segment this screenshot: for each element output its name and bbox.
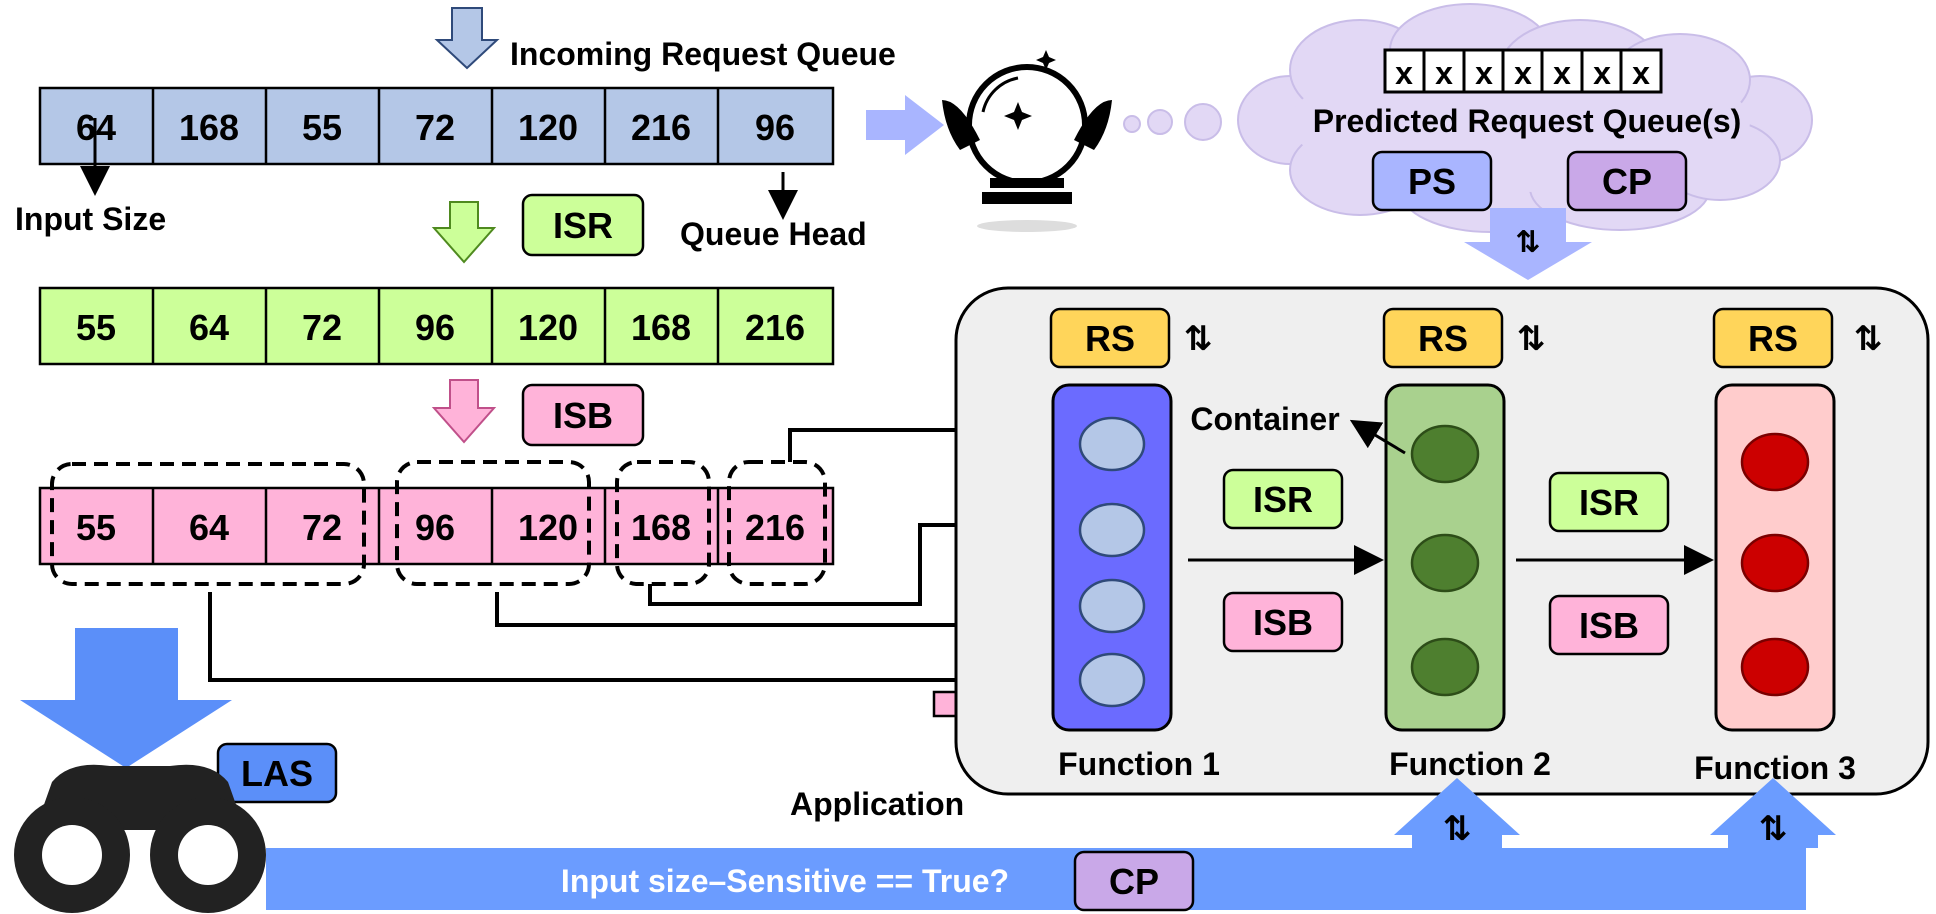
cp-badge-bottom-label: CP: [1109, 861, 1159, 902]
queue-head-label: Queue Head: [680, 216, 867, 252]
rs-badge-2: [1382, 307, 1504, 369]
forecast-arrow-icon: [866, 95, 944, 155]
rs-badge-3: [1712, 307, 1834, 369]
las-down-arrow-icon: [20, 628, 232, 768]
rs-badge-1: [1049, 307, 1171, 369]
queue-cell: 216: [631, 107, 691, 148]
queue-cell: 64: [189, 307, 229, 348]
swap-icon: ⇅: [1184, 320, 1213, 358]
queue-cell: 168: [631, 507, 691, 548]
queue-cell: 55: [76, 307, 116, 348]
isb-queue: 55 64 72 96 120 168 216: [38, 460, 835, 586]
las-badge-label: LAS: [241, 753, 313, 794]
swap-icon: ⇅: [1759, 810, 1788, 848]
swap-icon: ⇅: [1443, 810, 1472, 848]
application-label: Application: [790, 786, 964, 822]
cp-badge-cloud: [1566, 150, 1688, 212]
function-2-containers: [1410, 424, 1480, 697]
rs-badge-label: RS: [1748, 318, 1798, 359]
queue-cell: 64: [189, 507, 229, 548]
queue-cell: 120: [518, 507, 578, 548]
isb-badge-f1-label: ISB: [1253, 602, 1313, 643]
isr-badge-f2-label: ISR: [1579, 482, 1639, 523]
isr-down-arrow-icon: [431, 201, 497, 264]
predicted-slot: x: [1553, 55, 1571, 91]
function-1-containers: [1078, 416, 1146, 708]
isb-badge-f1: [1222, 591, 1344, 653]
isr-queue: 55 64 72 96 120 168 216: [38, 286, 835, 366]
queue-cell: 96: [755, 107, 795, 148]
queue-cell: 168: [179, 107, 239, 148]
function-1-label: Function 1: [1058, 746, 1220, 782]
queue-cell: 120: [518, 107, 578, 148]
binoculars-icon: [14, 764, 266, 913]
isr-badge-label: ISR: [553, 205, 613, 246]
rs-badge-label: RS: [1418, 318, 1468, 359]
queue-cell: 72: [415, 107, 455, 148]
isb-badge-f2-label: ISB: [1579, 605, 1639, 646]
queue-cell: 216: [745, 507, 805, 548]
isr-badge-f1: [1222, 468, 1344, 530]
predicted-slot: x: [1395, 55, 1413, 91]
isb-badge-f2: [1548, 594, 1670, 656]
container-label: Container: [1190, 401, 1339, 437]
container-pointer: [1349, 419, 1406, 455]
cloud-down-arrow-icon: [1464, 208, 1592, 280]
cp-badge-cloud-label: CP: [1602, 161, 1652, 202]
ps-badge: [1371, 150, 1493, 212]
batch-groups: [50, 460, 827, 586]
queue-cell: 168: [631, 307, 691, 348]
bottom-up-arrow-2-icon: [1710, 778, 1836, 848]
isb-badge: [521, 383, 645, 447]
bottom-up-arrow-1-icon: [1394, 778, 1520, 848]
incoming-down-arrow-icon: [434, 7, 500, 70]
predicted-queue: x x x x x x x: [1383, 48, 1663, 94]
predicted-slot: x: [1514, 55, 1532, 91]
rs-badge-label: RS: [1085, 318, 1135, 359]
swap-icon: ⇅: [1515, 226, 1540, 259]
swap-icon: ⇅: [1854, 320, 1883, 358]
cp-badge-bottom: [1073, 850, 1195, 912]
isr-badge-f1-label: ISR: [1253, 479, 1313, 520]
isb-badge-label: ISB: [553, 395, 613, 436]
predicted-slot: x: [1435, 55, 1453, 91]
function-3-containers: [1740, 432, 1810, 697]
input-size-label: Input Size: [15, 201, 166, 237]
queue-cell: 55: [76, 507, 116, 548]
isr-badge-f2: [1548, 471, 1670, 533]
swap-icon: ⇅: [1517, 320, 1546, 358]
bottom-bar-label: Input size–Sensitive == True?: [561, 863, 1009, 899]
isr-badge: [521, 193, 645, 257]
queue-cell: 96: [415, 507, 455, 548]
predicted-slot: x: [1593, 55, 1611, 91]
ps-badge-label: PS: [1408, 161, 1456, 202]
function-2-label: Function 2: [1389, 746, 1551, 782]
thought-bubbles: [1123, 103, 1222, 141]
isb-down-arrow-icon: [431, 379, 497, 444]
incoming-queue-dividers: [151, 88, 720, 164]
predicted-slot: x: [1632, 55, 1650, 91]
queue-cell: 120: [518, 307, 578, 348]
bottom-bar: [266, 848, 1806, 910]
crystal-ball-icon: [942, 50, 1112, 232]
queue-cell: 55: [302, 107, 342, 148]
predicted-queue-label: Predicted Request Queue(s): [1313, 103, 1742, 139]
queue-cell: 216: [745, 307, 805, 348]
queue-cell: 72: [302, 307, 342, 348]
incoming-queue: 64 168 55 72 120 216 96: [38, 86, 835, 166]
predicted-slot: x: [1475, 55, 1493, 91]
queue-cell: 96: [415, 307, 455, 348]
incoming-queue-label: Incoming Request Queue: [510, 36, 896, 72]
queue-cell: 72: [302, 507, 342, 548]
function-1-box: [1051, 383, 1173, 732]
